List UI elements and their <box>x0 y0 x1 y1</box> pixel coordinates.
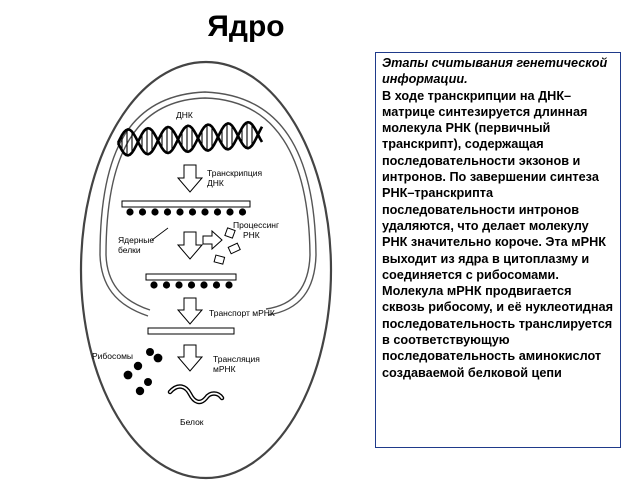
label-protein: Белок <box>180 417 204 427</box>
label-processing-2: РНК <box>243 230 260 240</box>
nuclear-protein <box>188 208 197 216</box>
nuclear-protein <box>150 281 158 289</box>
label-transcription-2: ДНК <box>207 178 224 188</box>
label-nuclear-proteins-1: Ядерные <box>118 235 154 245</box>
nuclear-protein <box>163 208 172 216</box>
primary-transcript <box>121 200 251 216</box>
intron-removal-arrow <box>202 229 223 251</box>
nuclear-protein <box>200 281 208 289</box>
label-dna: ДНК <box>176 110 193 120</box>
excised-introns <box>213 227 241 265</box>
mrna-transport-arrow <box>176 297 204 325</box>
transcription-arrow <box>176 164 204 193</box>
nuclear-protein <box>176 208 184 216</box>
nuclear-protein <box>151 208 159 216</box>
label-ribosomes: Рибосомы <box>92 351 133 361</box>
description-panel: Этапы считывания генетической информации… <box>375 52 621 448</box>
nuclear-protein <box>225 281 233 289</box>
nuclear-protein <box>187 281 196 289</box>
cytoplasmic-mrna <box>147 327 235 335</box>
nuclear-protein <box>201 208 209 216</box>
label-mrna-transport: Транспорт мРНК <box>209 308 275 318</box>
panel-body: В ходе транскрипции на ДНК–матрице синте… <box>382 88 613 380</box>
label-nuclear-proteins-2: белки <box>118 245 141 255</box>
nuclear-protein <box>226 208 234 216</box>
pointer-line <box>151 227 169 241</box>
nuclear-protein <box>175 281 183 289</box>
processing-arrow <box>176 231 204 260</box>
nuclear-protein <box>138 208 147 216</box>
ribosomes <box>123 348 163 396</box>
nuclear-protein <box>212 281 221 289</box>
nuclear-envelope-left <box>99 254 149 317</box>
label-transcription-1: Транскрипция <box>207 168 263 178</box>
slide-title: Ядро <box>207 10 285 43</box>
label-translation-1: Трансляция <box>213 354 260 364</box>
label-processing-1: Процессинг <box>233 220 279 230</box>
cell-membrane <box>79 60 333 480</box>
label-translation-2: мРНК <box>213 364 236 374</box>
dna-helix <box>116 120 264 157</box>
nuclear-envelope-left-inner <box>105 254 151 311</box>
panel-heading: Этапы считывания генетической информации… <box>382 56 608 87</box>
nuclear-protein <box>238 208 247 216</box>
mature-mrna <box>145 273 237 289</box>
translation-arrow <box>176 344 204 372</box>
nuclear-envelope-inner <box>105 97 311 310</box>
nuclear-protein <box>213 208 222 216</box>
nuclear-protein <box>162 281 171 289</box>
nuclear-protein <box>126 208 134 216</box>
